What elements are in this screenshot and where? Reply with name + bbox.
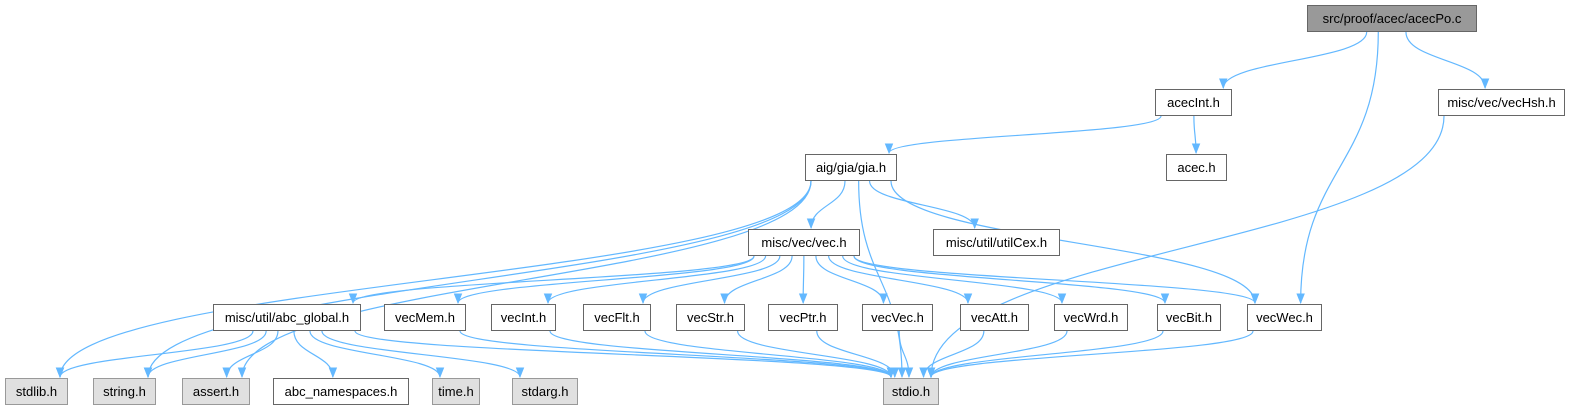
edge-gia-to-assert [237, 180, 812, 379]
edge-vec-to-abc_global [348, 255, 755, 305]
node-assert[interactable]: assert.h [182, 378, 250, 405]
edge-vecBit-to-stdio [926, 330, 1164, 379]
edge-abc_global-to-string [143, 330, 267, 379]
edge-vecVec-to-stdio [898, 330, 914, 379]
edge-abc_global-to-stdarg [321, 330, 525, 379]
edge-acecPo-to-vecHsh [1405, 31, 1490, 90]
edge-vecStr-to-stdio [736, 330, 896, 379]
edge-abc_global-to-stdio [354, 330, 896, 379]
node-vecmem[interactable]: vecMem.h [384, 304, 466, 331]
edge-vec-to-vecInt [543, 255, 767, 305]
edge-vecPtr-to-stdio [816, 330, 900, 379]
edge-abc_global-to-time [309, 330, 445, 379]
edge-acecPo-to-vecWec [1296, 31, 1379, 305]
edge-gia-to-string [143, 180, 812, 379]
edge-vec-to-vecStr [720, 255, 793, 305]
node-acec[interactable]: acec.h [1166, 154, 1227, 181]
edge-gia-to-stdlib [55, 180, 812, 379]
node-vecflt[interactable]: vecFlt.h [583, 304, 651, 331]
edge-vecHsh-to-stdio [926, 115, 1445, 379]
edge-abc_global-to-stdlib [55, 330, 254, 379]
node-vecptr[interactable]: vecPtr.h [768, 304, 838, 331]
node-vecbit[interactable]: vecBit.h [1157, 304, 1221, 331]
node-vecwrd[interactable]: vecWrd.h [1054, 304, 1128, 331]
node-stdlib[interactable]: stdlib.h [5, 378, 68, 405]
edge-vec-to-vecMem [453, 255, 755, 305]
node-stdio[interactable]: stdio.h [883, 378, 939, 405]
node-utilcex[interactable]: misc/util/utilCex.h [933, 229, 1060, 256]
edge-vec-to-vecWrd [842, 255, 1067, 305]
node-time[interactable]: time.h [432, 378, 480, 405]
edge-gia-to-stdio [858, 180, 907, 379]
node-abc-namespaces[interactable]: abc_namespaces.h [273, 378, 409, 405]
edge-vec-to-vecVec [815, 255, 888, 305]
edge-vec-to-vecBit [853, 255, 1170, 305]
node-string[interactable]: string.h [93, 378, 156, 405]
edge-vecFlt-to-stdio [644, 330, 896, 379]
edge-gia-to-vecWec [890, 180, 1260, 305]
edge-vec-to-vecWec [853, 255, 1260, 305]
edge-vecAtt-to-stdio [919, 330, 985, 379]
edge-acecInt-to-acec [1191, 115, 1201, 155]
edge-abc_global-to-assert [222, 330, 279, 379]
node-stdarg[interactable]: stdarg.h [512, 378, 578, 405]
edge-vec-to-vecAtt [828, 255, 973, 305]
edge-acecPo-to-acecInt [1219, 31, 1368, 90]
node-acecpo[interactable]: src/proof/acec/acecPo.c [1307, 5, 1477, 32]
edge-gia-to-utilCex [868, 180, 979, 230]
edge-vecInt-to-stdio [549, 330, 896, 379]
edge-gia-to-vec [806, 180, 846, 230]
node-vecint[interactable]: vecInt.h [491, 304, 556, 331]
node-vechsh[interactable]: misc/vec/vecHsh.h [1438, 89, 1565, 116]
edge-vecMem-to-stdio [459, 330, 896, 379]
node-abc-global[interactable]: misc/util/abc_global.h [213, 304, 361, 331]
edge-acecInt-to-gia [884, 115, 1162, 155]
edge-vecWec-to-stdio [926, 330, 1254, 379]
node-acecint[interactable]: acecInt.h [1155, 89, 1232, 116]
node-vecstr[interactable]: vecStr.h [676, 304, 745, 331]
node-vecwec[interactable]: vecWec.h [1247, 304, 1322, 331]
edge-vecWrd-to-stdio [926, 330, 1068, 379]
node-vec[interactable]: misc/vec/vec.h [748, 229, 860, 256]
node-vecatt[interactable]: vecAtt.h [960, 304, 1029, 331]
node-gia[interactable]: aig/gia/gia.h [805, 154, 897, 181]
edge-vec-to-vecPtr [798, 255, 808, 305]
edge-vec-to-vecFlt [638, 255, 781, 305]
edge-abc_global-to-abc_namespaces [293, 330, 338, 379]
node-vecvec[interactable]: vecVec.h [862, 304, 933, 331]
